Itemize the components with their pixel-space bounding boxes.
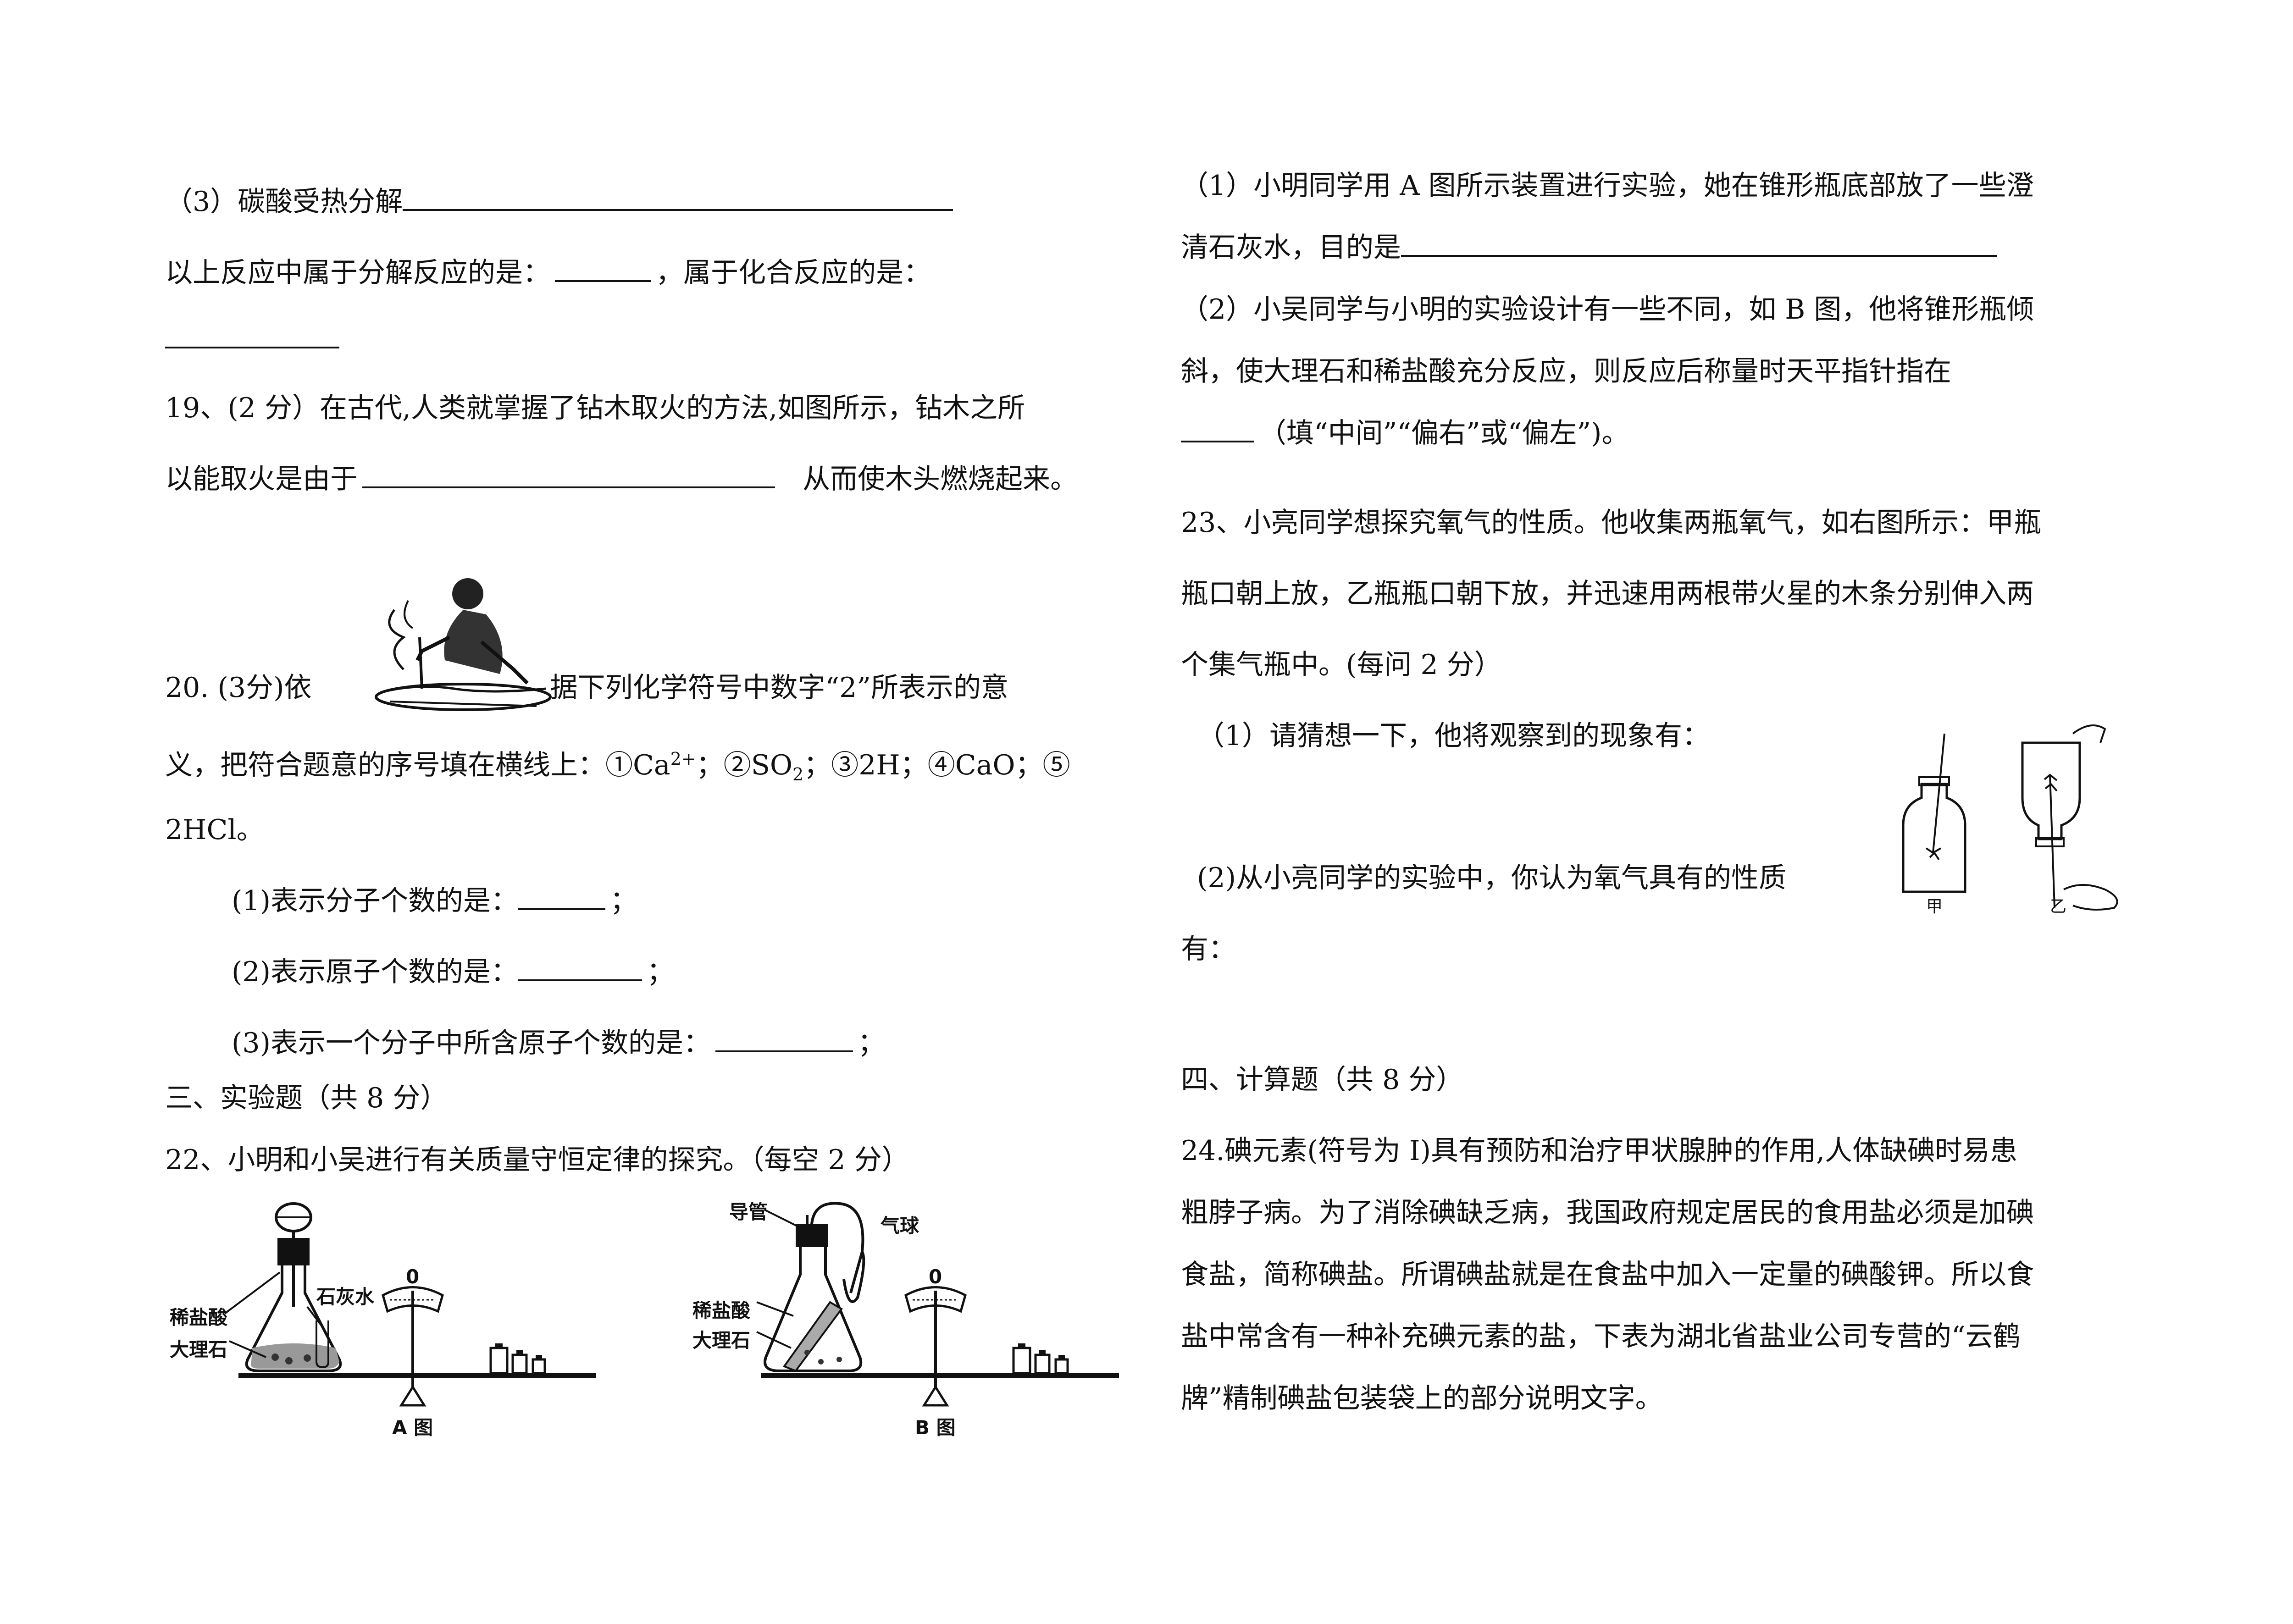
combination-answer-blank[interactable] [165,323,339,348]
q20-text-b: 据下列化学符号中数字“2”所表示的意 [550,672,1009,704]
q22-intro: 22、小明和小吴进行有关质量守恒定律的探究。（每空 2 分） [165,1144,909,1176]
figure-b-apparatus: 导管 气球 稀盐酸 大理石 0 B 图 [692,1197,1151,1439]
fig-b-zero-label: 0 [929,1265,942,1288]
q20-sub1: (1)表示分子个数的是： ； [232,883,637,919]
q23-line1: 23、小亮同学想探究氧气的性质。他收集两瓶氧气，如右图所示：甲瓶 [1181,507,2042,539]
q20-sub1-blank[interactable] [518,884,605,910]
section-3-heading: 三、实验题（共 8 分） [165,1082,448,1114]
q20-so-subscript: 2 [792,764,804,784]
jar-yi-label: 乙 [2050,897,2067,916]
decomposition-answer-blank[interactable] [555,256,651,282]
q23-1: （1）请猜想一下，他将观察到的现象有： [1197,720,1710,752]
q20-line2: 义，把符合题意的序号填在横线上：①Ca2+；②SO2；③2H；④CaO；⑤ [165,740,1070,793]
jar-jia-label: 甲 [1926,897,1943,916]
fig-b-caption: B 图 [915,1416,956,1439]
q20-sub3-semicolon: ； [858,1027,885,1059]
q20-sub3-label: (3)表示一个分子中所含原子个数的是： [232,1027,711,1059]
q24-line5: 牌”精制碘盐包装袋上的部分说明文字。 [1181,1382,1663,1414]
q23-2-line1: (2)从小亮同学的实验中，你认为氧气具有的性质 [1197,862,1786,894]
q22-2-choices: （填“中间”“偏右”或“偏左”)。 [1259,417,1629,449]
q18-summary-text-b: ，属于化合反应的是： [656,257,931,289]
q20-text-so: ；②SO [696,749,793,781]
q20-sub2-label: (2)表示原子个数的是： [232,956,518,988]
q18-summary-line: 以上反应中属于分解反应的是： ，属于化合反应的是： [165,254,931,291]
q20-sub1-label: (1)表示分子个数的是： [232,885,518,917]
q24-line4: 盐中常含有一种补充碘元素的盐，下表为湖北省盐业公司专营的“云鹤 [1181,1320,2021,1353]
q20-sub2-semicolon: ； [647,956,674,988]
q20-text-ca: 义，把符合题意的序号填在横线上：①Ca [165,749,670,781]
q19-line2: 以能取火是由于 从而使木头燃烧起来。 [165,461,1078,497]
q22-2-answer-blank[interactable] [1181,417,1254,442]
q18-3-label: （3）碳酸受热分解 [165,186,403,218]
fig-b-tube-label: 导管 [729,1201,768,1223]
section-4-heading: 四、计算题（共 8 分） [1181,1064,1464,1096]
q20-sub1-semicolon: ； [610,885,637,917]
q20-line3: 2HCl。 [165,814,264,846]
q20-text-rest: ；③2H；④CaO；⑤ [803,749,1070,781]
q22-2-line3: （填“中间”“偏右”或“偏左”)。 [1181,415,1629,452]
q23-line3: 个集气瓶中。(每问 2 分） [1181,649,1502,681]
q18-summary-text-a: 以上反应中属于分解反应的是： [165,257,550,289]
q20-sub3-blank[interactable] [715,1027,853,1052]
q19-answer-blank[interactable] [362,463,775,488]
fig-a-limewater-label: 石灰水 [316,1286,375,1308]
fig-a-zero-label: 0 [406,1265,420,1288]
q20-ca-charge: 2+ [670,749,696,769]
fig-b-acid-label: 稀盐酸 [692,1299,751,1322]
q22-2-line2: 斜，使大理石和稀盐酸充分反应，则反应后称量时天平指针指在 [1181,355,1951,387]
q18-combination-blank-line [165,321,344,358]
q20-sub2: (2)表示原子个数的是： ； [232,954,674,990]
q18-3-line: （3）碳酸受热分解 [165,183,958,220]
q20-line1: 20. (3分)依 据下列化学符号中数字“2”所表示的意 [165,669,1008,706]
fig-a-stone-label: 大理石 [170,1338,228,1361]
fig-a-caption: A 图 [392,1416,433,1439]
fig-b-balloon-label: 气球 [881,1215,919,1237]
q19-line1: 19、(2 分）在古代,人类就掌握了钻木取火的方法,如图所示，钻木之所 [165,392,1025,424]
q20-text-a: 20. (3分)依 [165,672,312,704]
q22-1-line2: 清石灰水，目的是 [1181,229,2002,266]
fig-a-acid-label: 稀盐酸 [170,1306,228,1329]
q23-line2: 瓶口朝上放，乙瓶瓶口朝下放，并迅速用两根带火星的木条分别伸入两 [1181,578,2034,610]
oxygen-jars-illustration: 甲 乙 [1899,715,2137,917]
q19-text-a: 以能取火是由于 [165,463,358,495]
q20-sub2-blank[interactable] [518,956,642,981]
q24-line2: 粗脖子病。为了消除碘缺乏病，我国政府规定居民的食用盐必须是加碘 [1181,1197,2034,1229]
q23-2-line2: 有： [1181,933,1236,965]
q18-3-answer-blank[interactable] [403,185,953,211]
q24-line3: 食盐，简称碘盐。所谓碘盐就是在食盐中加入一定量的碘酸钾。所以食 [1181,1259,2034,1291]
q22-2-line1: （2）小吴同学与小明的实验设计有一些不同，如 B 图，他将锥形瓶倾 [1181,293,2034,326]
figure-a-apparatus: 稀盐酸 大理石 石灰水 0 A 图 [170,1197,628,1439]
q22-1-text: 清石灰水，目的是 [1181,232,1401,264]
q22-1-line1: （1）小明同学用 A 图所示装置进行实验，她在锥形瓶底部放了一些澄 [1181,170,2034,202]
q20-sub3: (3)表示一个分子中所含原子个数的是： ； [232,1025,885,1061]
fire-drilling-illustration [362,569,555,715]
q24-line1: 24.碘元素(符号为 I)具有预防和治疗甲状腺肿的作用,人体缺碘时易患 [1181,1135,2018,1167]
q22-1-answer-blank[interactable] [1401,231,1997,257]
q19-text-b: 从而使木头燃烧起来。 [803,463,1078,495]
fig-b-stone-label: 大理石 [692,1329,751,1352]
